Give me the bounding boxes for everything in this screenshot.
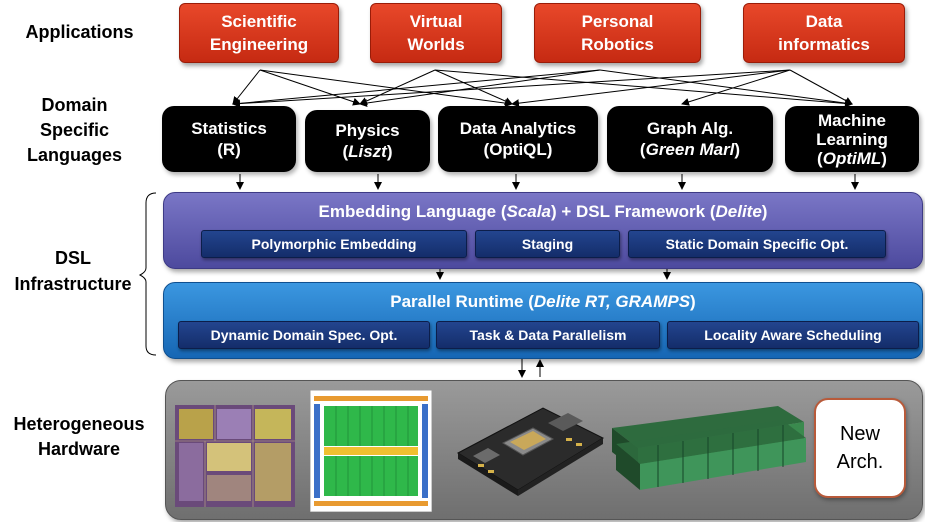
embedding-framework-title: Embedding Language (Scala) + DSL Framewo…: [318, 202, 768, 221]
gpu-diagram-image: [310, 390, 432, 512]
dsl-statistics: Statistics(R): [162, 106, 296, 172]
dsl-physics: Physics(Liszt): [305, 110, 430, 172]
label-applications: Applications: [25, 22, 134, 42]
circuit-board-image: [456, 407, 605, 496]
dsl-graph-alg: Graph Alg.(Green Marl): [607, 106, 773, 172]
cpu-die-image: [175, 405, 295, 507]
server-racks-image: [612, 406, 806, 490]
embedding-framework-band: Embedding Language (Scala) + DSL Framewo…: [163, 192, 923, 269]
dsl-data-analytics: Data Analytics(OptiQL): [438, 106, 598, 172]
chip-polymorphic-embedding: Polymorphic Embedding: [201, 230, 467, 258]
chip-locality-aware-scheduling: Locality Aware Scheduling: [667, 321, 919, 349]
chip-dynamic-domain-spec-opt: Dynamic Domain Spec. Opt.: [178, 321, 430, 349]
chip-static-domain-specific-opt: Static Domain Specific Opt.: [628, 230, 886, 258]
label-domain-specific-languages: Domain Specific Languages: [26, 95, 123, 165]
chip-task-data-parallelism: Task & Data Parallelism: [436, 321, 660, 349]
parallel-runtime-band: Parallel Runtime (Delite RT, GRAMPS) Dyn…: [163, 282, 923, 359]
chip-staging: Staging: [475, 230, 620, 258]
parallel-runtime-title: Parallel Runtime (Delite RT, GRAMPS): [390, 292, 696, 311]
label-dsl-infrastructure: DSL Infrastructure: [14, 248, 132, 294]
label-heterogeneous-hardware: Heterogeneous Hardware: [13, 414, 145, 459]
